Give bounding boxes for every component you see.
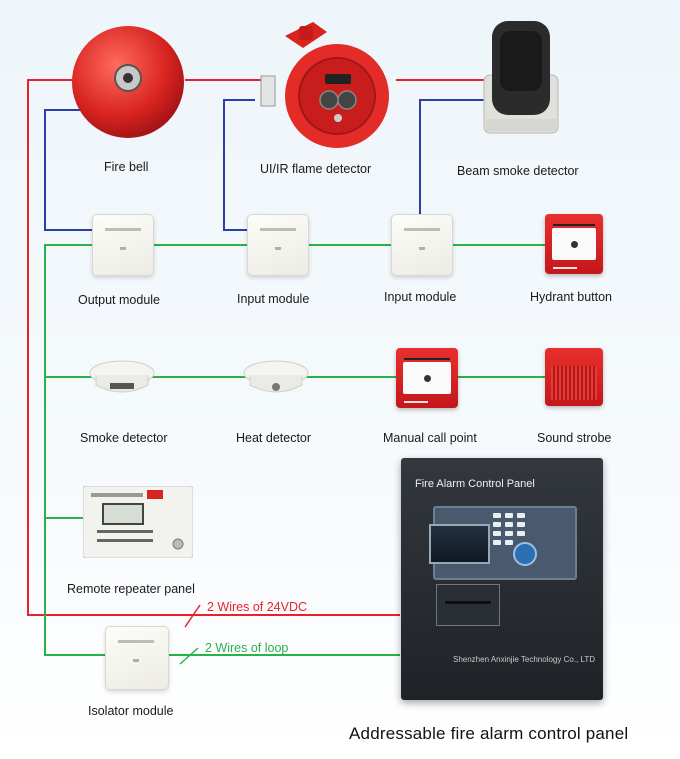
- signal-wire: [44, 99, 490, 231]
- heat-detector-icon: [243, 360, 309, 393]
- fire-bell-label: Fire bell: [104, 160, 149, 174]
- output-module-label: Output module: [78, 293, 160, 307]
- manual-call-point-icon: [396, 348, 458, 408]
- hydrant-button-icon: [545, 214, 603, 274]
- flame-detector-label: UI/IR flame detector: [260, 162, 372, 176]
- isolator-module-icon: [105, 626, 169, 690]
- panel-keypad: [493, 513, 541, 569]
- beam-smoke-detector-icon: [483, 21, 559, 134]
- panel-navigation-pad: [513, 542, 537, 566]
- remote-repeater-panel-label: Remote repeater panel: [67, 582, 195, 596]
- power-wire-label: 2 Wires of 24VDC: [207, 600, 308, 614]
- panel-company-name: Shenzhen Anxinjie Technology Co., LTD: [452, 655, 595, 664]
- smoke-detector-label: Smoke detector: [80, 431, 168, 445]
- panel-display-screen: [429, 524, 490, 564]
- loop-wire-slash: [179, 647, 199, 665]
- fire-alarm-control-panel: Fire Alarm Control Panel Shenzhen Anxinj…: [401, 458, 603, 700]
- manual-call-point-label: Manual call point: [383, 431, 477, 445]
- loop-wire-label: 2 Wires of loop: [205, 641, 289, 655]
- input-module-icon: [247, 214, 309, 276]
- panel-printer: [436, 584, 500, 626]
- remote-repeater-panel-icon: [83, 486, 193, 558]
- power-wire-slash: [184, 604, 201, 628]
- isolator-module-label: Isolator module: [88, 704, 174, 718]
- smoke-detector-icon: [89, 360, 155, 393]
- sound-strobe-label: Sound strobe: [537, 431, 612, 445]
- output-module-icon: [92, 214, 154, 276]
- hydrant-button-label: Hydrant button: [530, 290, 612, 304]
- power-wire: [27, 79, 484, 616]
- panel-title: Fire Alarm Control Panel: [415, 478, 535, 490]
- heat-detector-label: Heat detector: [236, 431, 312, 445]
- fire-bell-icon: [72, 26, 184, 138]
- input-module-label: Input module: [384, 290, 457, 304]
- diagram-caption: Addressable fire alarm control panel: [349, 724, 629, 743]
- sound-strobe-icon: [545, 348, 603, 406]
- flame-detector-icon: [260, 22, 389, 148]
- input-module-icon: [391, 214, 453, 276]
- input-module-label: Input module: [237, 292, 310, 306]
- beam-smoke-detector-label: Beam smoke detector: [457, 164, 579, 178]
